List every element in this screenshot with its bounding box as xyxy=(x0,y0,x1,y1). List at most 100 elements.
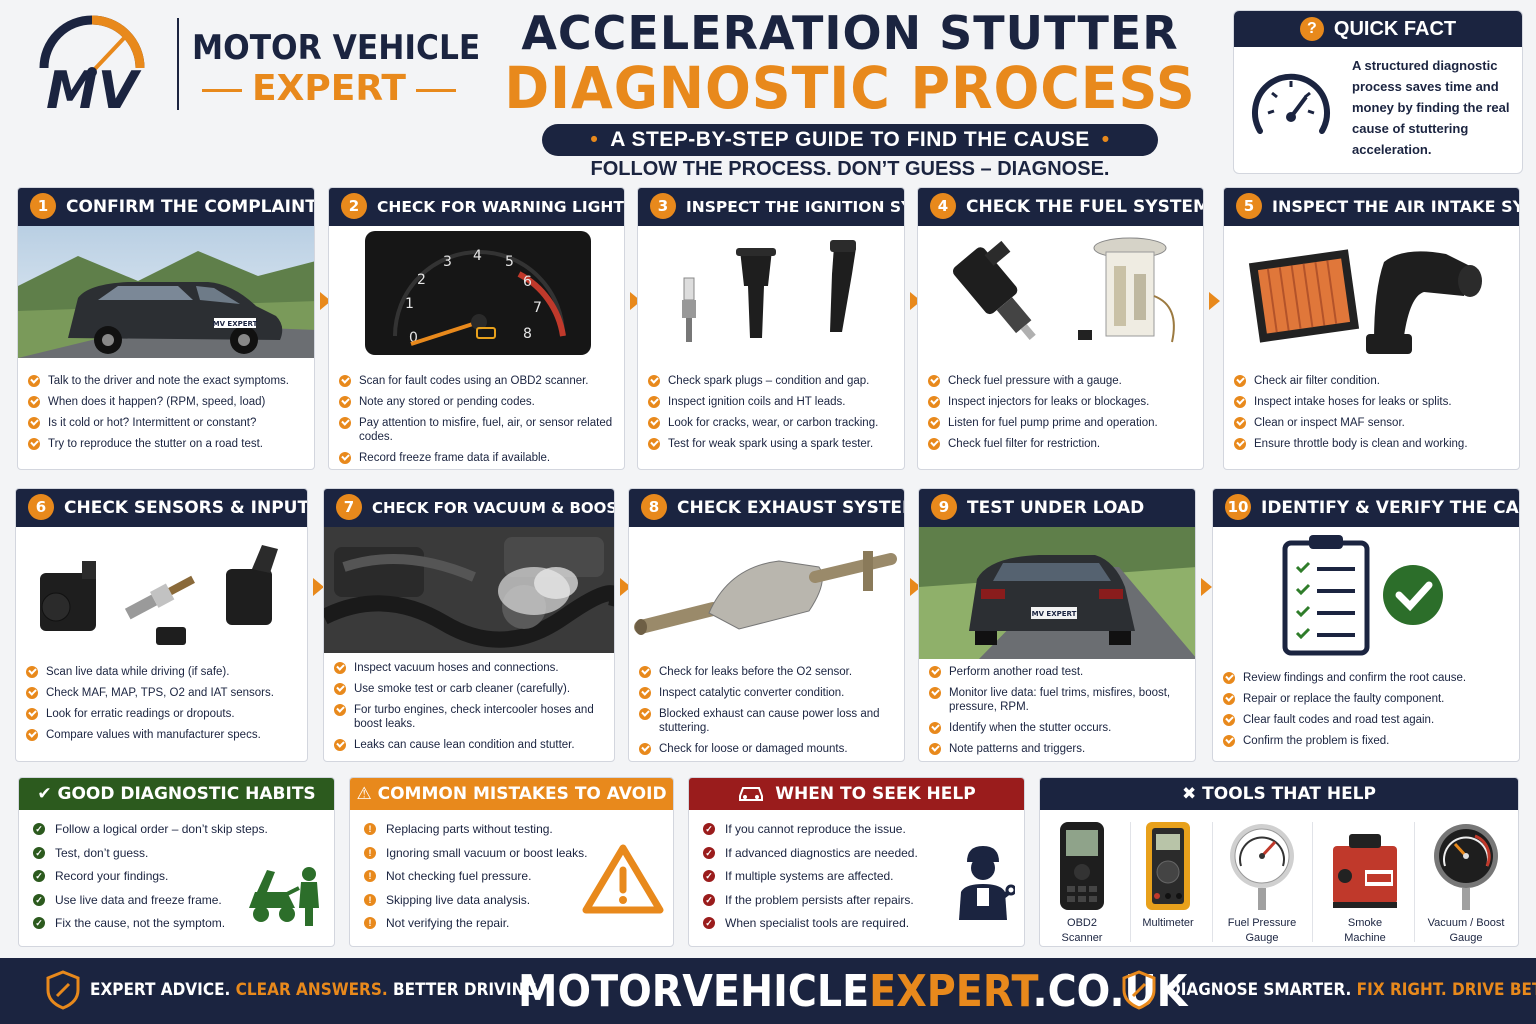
tools-icon: ✖ xyxy=(1182,784,1203,804)
list-item: Inspect intake hoses for leaks or splits… xyxy=(1234,395,1513,409)
list-item: Check for leaks before the O2 sensor. xyxy=(639,665,898,679)
tool-divider xyxy=(1130,822,1131,942)
tools-panel: ✖ TOOLS THAT HELP OBD2 Scanner Multimete… xyxy=(1039,777,1519,947)
list-item: Blocked exhaust can cause power loss and… xyxy=(639,707,898,735)
step-9-list: Perform another road test. Monitor live … xyxy=(929,665,1189,761)
list-item: Leaks can cause lean condition and stutt… xyxy=(334,738,608,752)
list-item: Clear fault codes and road test again. xyxy=(1223,713,1513,727)
ignition-parts-image xyxy=(638,226,904,358)
good-habits-panel: ✔ GOOD DIAGNOSTIC HABITS ✓Follow a logic… xyxy=(18,777,335,947)
mechanic-icon xyxy=(959,846,1015,920)
dashboard-gauge-image: 0 1 2 3 4 5 6 7 8 xyxy=(329,226,624,358)
page-subtitle: •A STEP-BY-STEP GUIDE TO FIND THE CAUSE• xyxy=(542,124,1158,156)
step-2-list: Scan for fault codes using an OBD2 scann… xyxy=(339,374,618,469)
mechanic-car-icon xyxy=(249,867,319,926)
list-item: Look for cracks, wear, or carbon trackin… xyxy=(648,416,898,430)
list-item: Identify when the stutter occurs. xyxy=(929,721,1189,735)
svg-text:7: 7 xyxy=(533,300,542,316)
warning-icon: ⚠ xyxy=(356,784,378,804)
list-item: ✓Record your findings. xyxy=(33,869,268,884)
list-item: ✓If the problem persists after repairs. xyxy=(703,893,918,908)
seek-help-panel: WHEN TO SEEK HELP ✓If you cannot reprodu… xyxy=(688,777,1025,947)
check-circle-icon xyxy=(1383,565,1443,625)
list-item: Scan live data while driving (if safe). xyxy=(26,665,301,679)
list-item: Scan for fault codes using an OBD2 scann… xyxy=(339,374,618,388)
tool-divider xyxy=(1414,822,1415,942)
list-item: Inspect catalytic converter condition. xyxy=(639,686,898,700)
svg-text:8: 8 xyxy=(523,326,532,342)
list-item: !Not checking fuel pressure. xyxy=(364,869,587,884)
tool-divider xyxy=(1212,822,1213,942)
mv-logo-icon: MV xyxy=(39,15,145,112)
brand-logo: MV MOTOR VEHICLE EXPERT xyxy=(22,12,480,112)
svg-text:1: 1 xyxy=(405,296,414,312)
smoke-machine-icon xyxy=(1333,834,1397,908)
catalytic-converter-image xyxy=(629,527,904,659)
obd2-scanner-icon xyxy=(1060,822,1104,910)
footer-website[interactable]: MOTORVEHICLEEXPERT.CO.UK xyxy=(518,966,1188,1017)
list-item: Look for erratic readings or dropouts. xyxy=(26,707,301,721)
list-item: ✓Follow a logical order – don’t skip ste… xyxy=(33,822,268,837)
arrow-icon xyxy=(1201,578,1212,596)
list-item: Note patterns and triggers. xyxy=(929,742,1189,756)
arrow-icon xyxy=(313,578,324,596)
list-item: Inspect vacuum hoses and connections. xyxy=(334,661,608,675)
list-item: Record freeze frame data if available. xyxy=(339,451,618,465)
list-item: Confirm the problem is fixed. xyxy=(1223,734,1513,748)
svg-text:MV EXPERT: MV EXPERT xyxy=(1032,610,1077,618)
page-title-line1: ACCELERATION STUTTER xyxy=(521,6,1179,60)
quick-fact-text: A structured diagnostic process saves ti… xyxy=(1352,58,1510,157)
tool-divider xyxy=(1312,822,1313,942)
list-item: ✓If advanced diagnostics are needed. xyxy=(703,846,918,861)
car-icon xyxy=(739,787,764,801)
list-item: ✓Use live data and freeze frame. xyxy=(33,893,268,908)
list-item: !Ignoring small vacuum or boost leaks. xyxy=(364,846,587,861)
tool-obd2-scanner: OBD2 Scanner xyxy=(1040,820,1132,946)
page-tagline: FOLLOW THE PROCESS. DON’T GUESS – DIAGNO… xyxy=(590,158,1110,180)
list-item: Monitor live data: fuel trims, misfires,… xyxy=(929,686,1189,714)
step-1-list: Talk to the driver and note the exact sy… xyxy=(28,374,308,458)
arrow-icon xyxy=(630,292,641,310)
list-item: ✓If you cannot reproduce the issue. xyxy=(703,822,918,837)
tool-smoke-machine: Smoke Machine xyxy=(1315,820,1415,946)
list-item: ✓Test, don’t guess. xyxy=(33,846,268,861)
footer-slogan-left: EXPERT ADVICE. CLEAR ANSWERS. BETTER DRI… xyxy=(90,980,543,1000)
list-item: ✓Fix the cause, not the symptom. xyxy=(33,916,268,931)
list-item: For turbo engines, check intercooler hos… xyxy=(334,703,608,731)
arrow-icon xyxy=(320,292,331,310)
seek-help-list: ✓If you cannot reproduce the issue. ✓If … xyxy=(703,822,918,940)
list-item: Note any stored or pending codes. xyxy=(339,395,618,409)
list-item: Perform another road test. xyxy=(929,665,1189,679)
step-3-list: Check spark plugs – condition and gap. I… xyxy=(648,374,898,458)
checklist-icon xyxy=(1213,527,1519,659)
arrow-icon xyxy=(910,292,921,310)
question-icon: ? xyxy=(1299,17,1324,41)
step-5-list: Check air filter condition. Inspect inta… xyxy=(1234,374,1513,458)
step-4-list: Check fuel pressure with a gauge. Inspec… xyxy=(928,374,1197,458)
speedometer-icon xyxy=(1252,73,1330,134)
list-item: Inspect ignition coils and HT leads. xyxy=(648,395,898,409)
step-6-list: Scan live data while driving (if safe). … xyxy=(26,665,301,749)
list-item: Repair or replace the faulty component. xyxy=(1223,692,1513,706)
list-item: Ensure throttle body is clean and workin… xyxy=(1234,437,1513,451)
list-item: Review findings and confirm the root cau… xyxy=(1223,671,1513,685)
svg-text:3: 3 xyxy=(443,254,452,270)
engine-bay-image xyxy=(324,527,614,653)
arrow-icon xyxy=(620,578,631,596)
list-item: Use smoke test or carb cleaner (carefull… xyxy=(334,682,608,696)
list-item: Check fuel filter for restriction. xyxy=(928,437,1197,451)
list-item: Is it cold or hot? Intermittent or const… xyxy=(28,416,308,430)
list-item: Talk to the driver and note the exact sy… xyxy=(28,374,308,388)
list-item: Test for weak spark using a spark tester… xyxy=(648,437,898,451)
